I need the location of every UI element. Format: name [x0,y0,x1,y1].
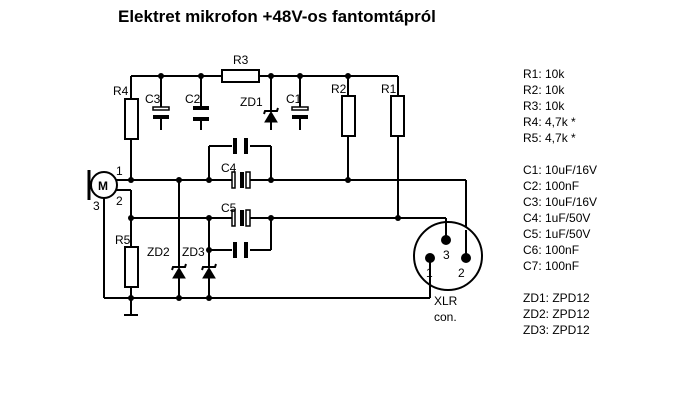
legend-c5: C5: 1uF/50V [523,227,590,241]
zener-diode-zd1 [263,107,279,123]
label-xlr-pin1: 1 [426,266,433,280]
legend-r3: R3: 10k [523,99,565,113]
capacitor-c2 [193,106,209,121]
label-zd2: ZD2 [147,245,170,259]
capacitor-c6 [233,138,248,154]
resistor-r3 [221,69,260,83]
label-r2: R2 [331,82,347,96]
label-mic-pin3: 3 [93,199,100,213]
microphone-label: M [98,179,108,193]
label-mic-pin2: 2 [116,194,123,208]
legend-c3: C3: 10uF/16V [523,195,597,209]
legend-c4: C4: 1uF/50V [523,211,590,225]
legend-c7: C7: 100nF [523,259,579,273]
label-c5: C5 [221,201,237,215]
label-c4: C4 [221,161,237,175]
label-c1: C1 [286,92,302,106]
label-r5: R5 [115,233,131,247]
resistor-r2 [341,95,356,137]
capacitor-c7 [233,242,248,258]
label-xlr-title: XLR [434,294,458,308]
capacitor-c3 [152,106,170,119]
label-xlr-pin2: 2 [458,266,465,280]
legend-c2: C2: 100nF [523,179,579,193]
legend-c1: C1: 10uF/16V [523,163,597,177]
label-c3: C3 [145,92,161,106]
legend-r5: R5: 4,7k * [523,131,576,145]
label-c2: C2 [185,92,201,106]
resistor-r5 [124,246,139,288]
label-r3: R3 [233,53,249,67]
capacitor-c5 [231,209,251,227]
capacitor-c4 [231,171,251,189]
resistor-r4 [124,98,139,140]
zener-diode-zd2 [171,263,187,279]
legend-c6: C6: 100nF [523,243,579,257]
label-xlr-pin3: 3 [443,248,450,262]
label-zd3: ZD3 [182,245,205,259]
label-r1: R1 [381,82,397,96]
junction-dots [128,73,401,301]
resistor-r1 [390,95,405,137]
parts-legend: R1: 10k R2: 10k R3: 10k R4: 4,7k * R5: 4… [523,67,597,337]
label-zd1: ZD1 [240,95,263,109]
capacitor-c1 [291,106,309,119]
legend-zd3: ZD3: ZPD12 [523,323,590,337]
label-r4: R4 [113,84,129,98]
legend-r2: R2: 10k [523,83,565,97]
wires [103,75,467,316]
legend-r1: R1: 10k [523,67,565,81]
legend-zd2: ZD2: ZPD12 [523,307,590,321]
legend-zd1: ZD1: ZPD12 [523,291,590,305]
zener-diode-zd3 [201,263,217,279]
microphone-symbol [87,170,118,200]
label-mic-pin1: 1 [116,164,123,178]
legend-r4: R4: 4,7k * [523,115,576,129]
diagram-title: Elektret mikrofon +48V-os fantomtápról [118,7,436,26]
label-xlr-subtitle: con. [434,310,457,324]
